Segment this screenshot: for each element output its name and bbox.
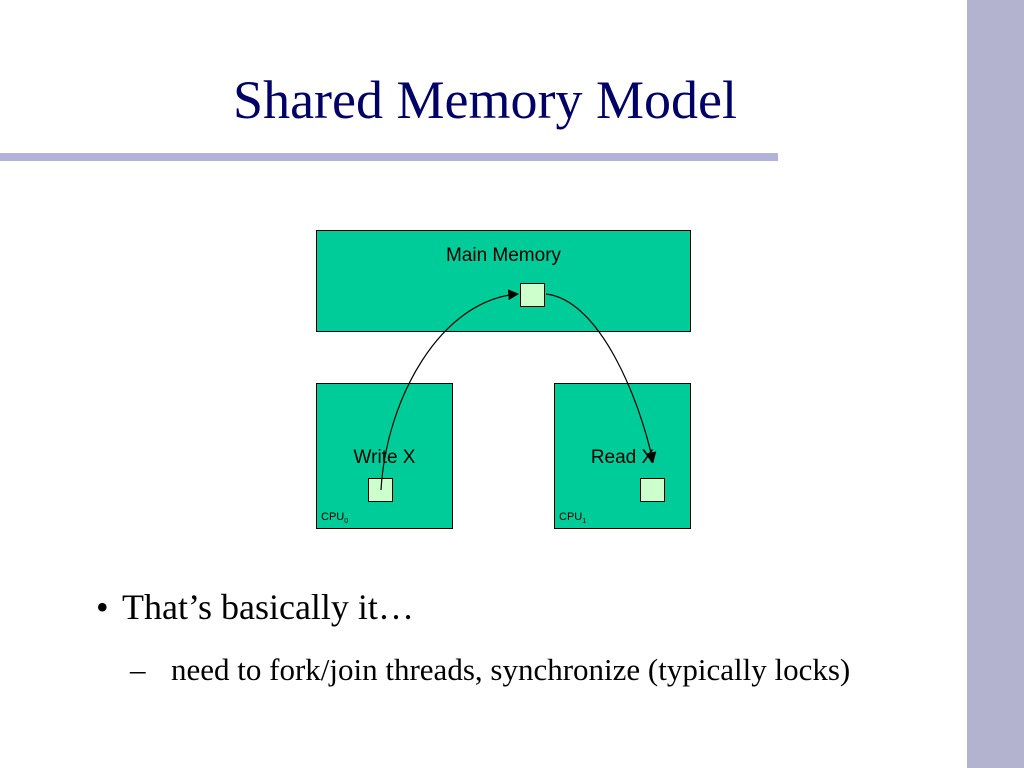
title-underline-rule bbox=[0, 153, 778, 161]
bullet-item: • That’s basically it… bbox=[96, 585, 414, 629]
cpu1-box: Read X CPU1 bbox=[554, 383, 691, 529]
bullet-marker: • bbox=[96, 587, 109, 627]
memory-cell-x bbox=[520, 283, 545, 307]
cpu1-action-label: Read X bbox=[590, 447, 655, 468]
sub-bullet-marker: – bbox=[130, 652, 146, 687]
cpu0-box: Write X CPU0 bbox=[316, 383, 453, 529]
cpu0-cache-cell bbox=[368, 478, 393, 502]
slide-sidebar-accent bbox=[967, 0, 1024, 768]
main-memory-box: Main Memory bbox=[316, 230, 691, 332]
cpu1-name-label: CPU1 bbox=[559, 511, 587, 526]
slide-title: Shared Memory Model bbox=[233, 70, 737, 130]
cpu1-cache-cell bbox=[640, 478, 665, 502]
bullet-text: That’s basically it… bbox=[122, 587, 414, 627]
sub-bullet-text: need to fork/join threads, synchronize (… bbox=[171, 652, 851, 687]
main-memory-label: Main Memory bbox=[445, 245, 562, 266]
cpu0-action-label: Write X bbox=[353, 447, 416, 468]
cpu0-name-label: CPU0 bbox=[321, 511, 349, 526]
